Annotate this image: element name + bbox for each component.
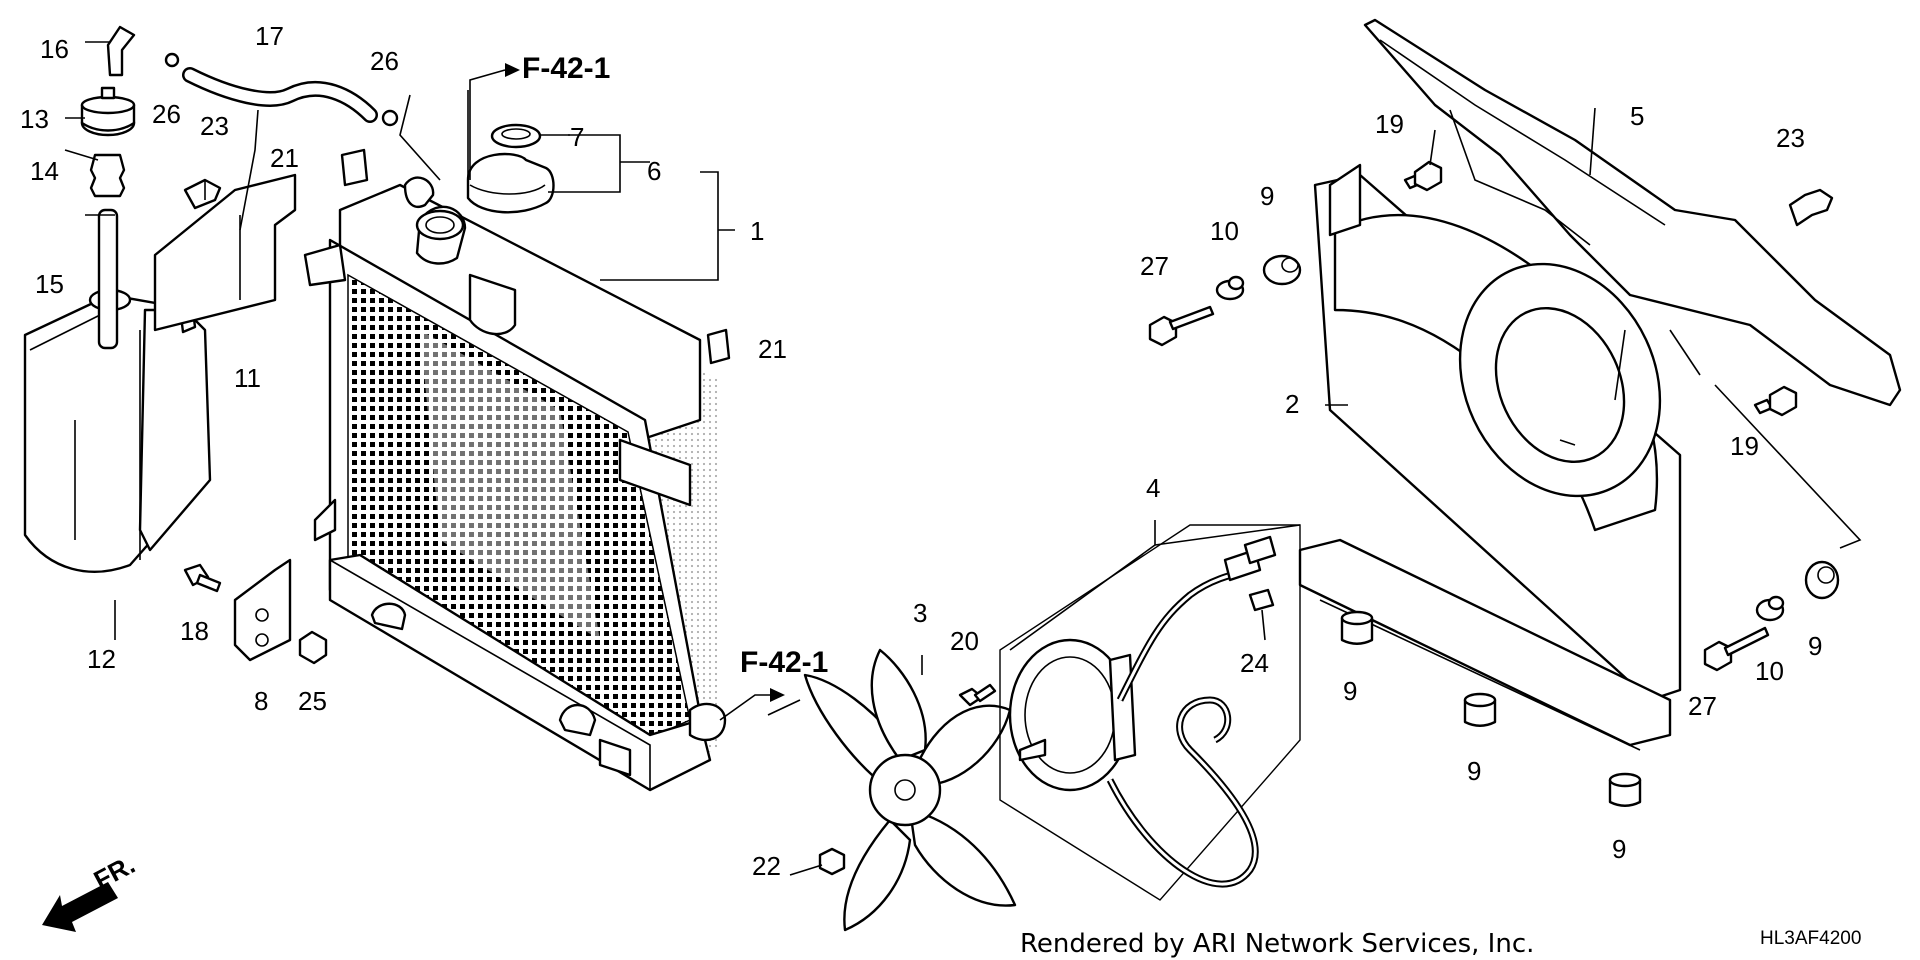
- callout-17: 17: [255, 21, 284, 51]
- clip-21-upper: [340, 148, 369, 187]
- callout-15: 15: [35, 269, 64, 299]
- grommet-9-c: [1608, 772, 1642, 807]
- radiator-cap: [466, 152, 555, 214]
- grommet-9-b: [1463, 692, 1497, 727]
- bolt-20: [958, 683, 997, 707]
- clip-23-right: [1788, 188, 1834, 227]
- callout-3: 3: [913, 598, 927, 628]
- clamp-24: [1248, 588, 1275, 612]
- callout-21b: 21: [758, 334, 787, 364]
- callout-9a: 9: [1260, 181, 1274, 211]
- callout-13: 13: [20, 104, 49, 134]
- tank-fitting: [106, 25, 136, 77]
- callout-5: 5: [1630, 101, 1644, 131]
- callout-9c: 9: [1467, 756, 1481, 786]
- nut-25: [298, 630, 328, 665]
- bolt-19-lower: [1753, 385, 1798, 417]
- callout-20: 20: [950, 626, 979, 656]
- callout-1: 1: [750, 216, 764, 246]
- collar-10-lower: [1755, 595, 1785, 622]
- callout-labels: 1 2 3 4 5 6 7 8 9 9 9 9 9 10 10 11 12 13…: [20, 21, 1822, 881]
- callout-16: 16: [40, 34, 69, 64]
- tank-pipe: [97, 208, 119, 350]
- tank-bracket: [153, 173, 297, 332]
- reference-lower: F-42-1: [740, 646, 828, 679]
- breather-grommet: [89, 153, 126, 198]
- credit-text: Rendered by ARI Network Services, Inc.: [1020, 929, 1534, 959]
- diagram-code: HL3AF4200: [1760, 928, 1861, 949]
- callout-25: 25: [298, 686, 327, 716]
- cooling-fan: [803, 648, 1017, 932]
- callout-9b: 9: [1343, 676, 1357, 706]
- callout-23b: 23: [1776, 123, 1805, 153]
- reference-arrow-upper: [469, 63, 520, 180]
- callout-9d: 9: [1612, 834, 1626, 864]
- bolt-27-lower: [1703, 626, 1770, 672]
- leader-lines: [64, 41, 1862, 876]
- reserve-cap: [80, 86, 136, 137]
- callout-23a: 23: [200, 111, 229, 141]
- fan-motor: [999, 524, 1301, 901]
- callout-21a: 21: [270, 143, 299, 173]
- grommet-9-upper: [1262, 254, 1302, 286]
- bolt-18: [183, 563, 222, 593]
- callout-24: 24: [1240, 648, 1269, 678]
- callout-27b: 27: [1688, 691, 1717, 721]
- callout-9e: 9: [1808, 631, 1822, 661]
- grommet-9-right: [1804, 560, 1840, 600]
- mounting-clip-23-left: [183, 178, 222, 210]
- radiator: [303, 176, 727, 792]
- callout-19b: 19: [1730, 431, 1759, 461]
- callout-10a: 10: [1210, 216, 1239, 246]
- grommet-9-a: [1340, 610, 1374, 645]
- callout-26b: 26: [152, 99, 181, 129]
- overflow-hose: [164, 52, 399, 127]
- fan-shroud: [1298, 163, 1682, 751]
- callout-7: 7: [570, 122, 584, 152]
- tank-stay: [233, 558, 292, 662]
- callout-19a: 19: [1375, 109, 1404, 139]
- callout-10b: 10: [1755, 656, 1784, 686]
- cap-seal: [490, 123, 542, 149]
- reference-upper: F-42-1: [522, 52, 610, 85]
- callout-26a: 26: [370, 46, 399, 76]
- clip-21-lower: [706, 328, 731, 365]
- callout-4: 4: [1146, 473, 1160, 503]
- callout-18: 18: [180, 616, 209, 646]
- callout-12: 12: [87, 644, 116, 674]
- air-guide: [1363, 18, 1902, 407]
- reference-arrow-lower: [719, 688, 785, 721]
- callout-8: 8: [254, 686, 268, 716]
- collar-10-upper: [1215, 275, 1245, 301]
- bolt-19-upper: [1403, 160, 1443, 192]
- front-arrow: [42, 882, 118, 932]
- callout-6: 6: [647, 156, 661, 186]
- callout-27a: 27: [1140, 251, 1169, 281]
- callout-2: 2: [1285, 389, 1299, 419]
- callout-22: 22: [752, 851, 781, 881]
- callout-14: 14: [30, 156, 59, 186]
- callout-11: 11: [234, 363, 261, 393]
- bolt-27-upper: [1148, 305, 1215, 347]
